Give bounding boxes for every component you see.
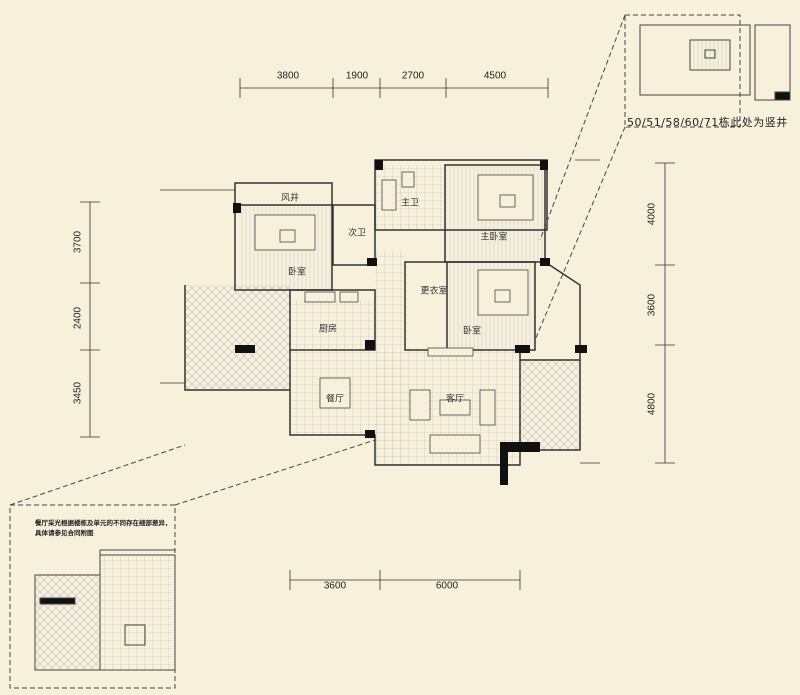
room-air-shaft: 风井 xyxy=(280,193,300,204)
dim-left-2: 2400 xyxy=(72,306,84,330)
inset-top-right xyxy=(534,14,791,341)
room-bedroom-left: 卧室 xyxy=(287,267,307,278)
dim-bottom-2: 6000 xyxy=(435,580,459,592)
dim-left-3: 3450 xyxy=(72,381,84,405)
dim-bottom-1: 3600 xyxy=(323,580,347,592)
room-kitchen: 厨房 xyxy=(318,324,338,335)
dim-left-1: 3700 xyxy=(72,230,84,254)
dim-right-1: 4000 xyxy=(646,202,658,226)
dim-top-3: 2700 xyxy=(401,70,425,82)
dim-top-1: 3800 xyxy=(276,70,300,82)
room-second-bath: 次卫 xyxy=(347,228,367,239)
dim-top-2: 1900 xyxy=(345,70,369,82)
dim-right-2: 3600 xyxy=(646,293,658,317)
furniture xyxy=(254,171,534,454)
dim-top-4: 4500 xyxy=(483,70,507,82)
room-master-bedroom: 主卧室 xyxy=(480,232,508,243)
room-dressing: 更衣室 xyxy=(420,286,448,297)
dim-right-3: 4800 xyxy=(646,392,658,416)
wall-columns xyxy=(233,160,587,485)
inset-note-line1: 餐厅采光根据楼栋及单元的不同存在细部差异， xyxy=(35,519,172,527)
dimension-lines xyxy=(80,78,675,590)
room-dining: 餐厅 xyxy=(325,394,345,405)
inset-note-line2: 具体请参见合同附图 xyxy=(35,529,94,537)
room-master-bath: 主卫 xyxy=(400,198,420,209)
room-living: 客厅 xyxy=(445,394,465,405)
inset-bottom-left xyxy=(9,439,376,689)
room-bedroom-right: 卧室 xyxy=(462,326,482,337)
inset-caption-shaft: 50/51/58/60/71栋此处为竖井 xyxy=(627,116,788,129)
